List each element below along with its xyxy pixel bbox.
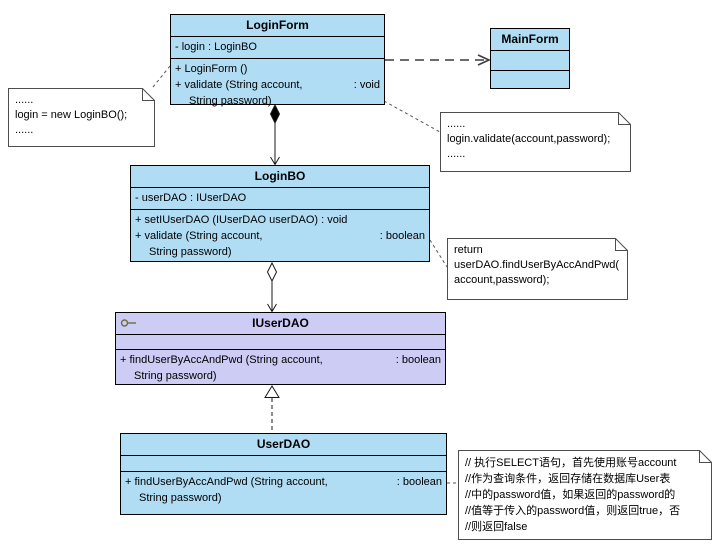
methods-compartment (491, 70, 569, 89)
method-signature: + validate (String account, (175, 79, 303, 91)
method: + findUserByAccAndPwd (String account, :… (125, 474, 442, 490)
note-line: account,password); (454, 274, 550, 286)
note-outline (8, 88, 155, 147)
attributes-compartment: - login : LoginBO (171, 36, 384, 58)
class-loginform[interactable]: LoginForm - login : LoginBO + LoginForm … (170, 14, 385, 107)
class-mainform[interactable]: MainForm (490, 28, 570, 89)
note-line: login = new LoginBO(); (15, 109, 128, 121)
note-line: //中的password值，如果返回的password的 (465, 489, 676, 501)
note-fold-icon (142, 88, 155, 101)
note-text: ...... login.validate(account,password);… (440, 112, 631, 162)
method-return-type: : boolean (379, 230, 425, 242)
note-text: return userDAO.findUserByAccAndPwd( acco… (447, 238, 628, 288)
interface-lollipop-icon (120, 319, 136, 327)
note-line: ...... (15, 94, 34, 106)
method-continuation: String password) (139, 492, 222, 504)
method-return-type: : void (353, 79, 380, 91)
attribute: - login : LoginBO (175, 41, 257, 53)
note-line: userDAO.findUserByAccAndPwd( (454, 259, 620, 271)
note-line: //作为查询条件，返回存储在数据库User表 (465, 473, 671, 485)
method-continuation: String password) (149, 246, 232, 258)
aggregation-link-loginbo-iuserdao (266, 261, 278, 313)
note-line: ...... (447, 118, 466, 130)
note-outline (447, 238, 628, 300)
realization-link-userdao-iuserdao (264, 385, 280, 432)
note-text: ...... login = new LoginBO(); ...... (8, 88, 155, 138)
class-name-bar: IUserDAO (116, 313, 445, 334)
note-text: // 执行SELECT语句，首先使用账号account //作为查询条件，返回存… (458, 450, 712, 535)
note-create-loginbo[interactable]: ...... login = new LoginBO(); ...... (8, 88, 155, 147)
method-signature: + validate (String account, (135, 230, 263, 242)
note-select-comment[interactable]: // 执行SELECT语句，首先使用账号account //作为查询条件，返回存… (458, 450, 712, 540)
method: + findUserByAccAndPwd (String account, :… (120, 352, 441, 368)
class-userdao[interactable]: UserDAO + findUserByAccAndPwd (String ac… (120, 433, 447, 515)
dependency-link-loginform-mainform (385, 54, 491, 66)
note-fold-icon (699, 450, 712, 463)
note-line: ...... (447, 148, 466, 160)
note-anchor-lines (152, 65, 458, 484)
filled-diamond-icon (269, 103, 281, 125)
note-return-finduser[interactable]: return userDAO.findUserByAccAndPwd( acco… (447, 238, 628, 300)
class-name: IUserDAO (252, 316, 309, 330)
method-return-type: : boolean (396, 476, 442, 488)
method: + setIUserDAO (IUserDAO userDAO) : void (135, 214, 348, 226)
method-signature: + findUserByAccAndPwd (String account, (125, 476, 328, 488)
note-line: return (454, 244, 483, 256)
method: + LoginForm () (175, 63, 248, 75)
methods-compartment: + setIUserDAO (IUserDAO userDAO) : void … (131, 209, 429, 262)
composition-link-loginform-loginbo (269, 103, 281, 166)
class-iuserdao[interactable]: IUserDAO + findUserByAccAndPwd (String a… (115, 312, 446, 385)
methods-compartment: + LoginForm () + validate (String accoun… (171, 58, 384, 107)
attributes-compartment (121, 455, 446, 471)
note-line: // 执行SELECT语句，首先使用账号account (465, 457, 677, 469)
method: + validate (String account, : void (175, 77, 380, 93)
note-outline (458, 450, 712, 540)
note-outline (440, 112, 631, 172)
open-arrowhead-icon (270, 156, 280, 166)
note-fold-icon (618, 112, 631, 125)
method-return-type: : boolean (395, 354, 441, 366)
methods-compartment: + findUserByAccAndPwd (String account, :… (121, 471, 446, 515)
open-arrowhead-icon (267, 303, 277, 313)
hollow-triangle-icon (264, 385, 280, 398)
method: + validate (String account, : boolean (135, 228, 425, 244)
method-signature: + findUserByAccAndPwd (String account, (120, 354, 323, 366)
method-continuation: String password) (189, 95, 272, 107)
method-continuation: String password) (134, 370, 217, 382)
class-name: LoginBO (254, 169, 306, 183)
attributes-compartment (491, 50, 569, 70)
class-name: MainForm (501, 32, 559, 46)
attribute: - userDAO : IUserDAO (135, 192, 247, 204)
class-name: LoginForm (246, 18, 309, 32)
note-line: //值等于传入的password值，则返回true，否 (465, 505, 681, 517)
methods-compartment: + findUserByAccAndPwd (String account, :… (116, 349, 445, 385)
note-line: login.validate(account,password); (447, 133, 611, 145)
class-loginbo[interactable]: LoginBO - userDAO : IUserDAO + setIUserD… (130, 165, 430, 262)
attributes-compartment: - userDAO : IUserDAO (131, 187, 429, 209)
attributes-compartment (116, 334, 445, 349)
hollow-diamond-icon (266, 261, 278, 283)
note-line: ...... (15, 124, 34, 136)
note-login-validate[interactable]: ...... login.validate(account,password);… (440, 112, 631, 172)
note-fold-icon (615, 238, 628, 251)
class-name: UserDAO (256, 437, 311, 451)
note-line: //则返回false (465, 521, 528, 533)
